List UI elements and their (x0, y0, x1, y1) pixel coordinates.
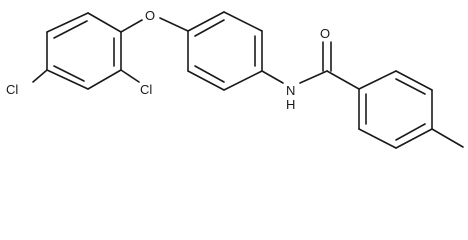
atom-labels: O O N H Cl Cl (6, 8, 330, 112)
bond-ring-a-inner-1 (53, 20, 88, 39)
bond-ring-a-1 (46, 12, 89, 33)
atom-label-chlorine-right: Cl (140, 82, 152, 97)
bond-ring-a-2 (87, 12, 122, 33)
bond-ring-c-2 (395, 70, 433, 91)
atom-label-nitrogen: N (286, 83, 295, 98)
bond-carbonyl-ring (326, 70, 360, 90)
bond-ring-b-2 (223, 11, 263, 32)
bond-ring-b-4 (223, 70, 263, 91)
bond-ring-a-4 (87, 69, 122, 90)
bond-ring-c-inner-1 (395, 78, 426, 95)
bond-ring-c-inner-3 (395, 123, 426, 141)
bond-ring-a-5 (46, 69, 89, 90)
atom-label-oxygen-carbonyl: O (320, 26, 330, 41)
bond-c-cl-right (120, 69, 140, 83)
atom-label-chlorine-left: Cl (6, 82, 18, 97)
bonds (32, 11, 464, 149)
bond-methyl (431, 128, 464, 148)
bond-ring-b-1 (187, 11, 225, 32)
bond-c-n (261, 70, 284, 84)
atom-label-oxygen-ether: O (145, 8, 155, 23)
bond-o-c-ether-right (159, 17, 189, 32)
bond-ring-b-inner-3 (194, 65, 225, 83)
bond-ring-c-1 (358, 70, 397, 90)
bond-ring-c-5 (358, 128, 397, 149)
atom-label-hydrogen: H (286, 97, 295, 112)
bond-ring-c-4 (395, 128, 433, 149)
bond-c-cl-left (32, 69, 48, 83)
molecule-diagram: O O N H Cl Cl (6, 8, 464, 149)
bond-ring-b-5 (187, 70, 225, 91)
bond-ring-a-inner-3 (53, 65, 85, 82)
bond-ring-b-inner-1 (194, 19, 225, 37)
bond-n-c-carbonyl (299, 70, 328, 84)
bond-c-o-ether-left (120, 19, 143, 33)
